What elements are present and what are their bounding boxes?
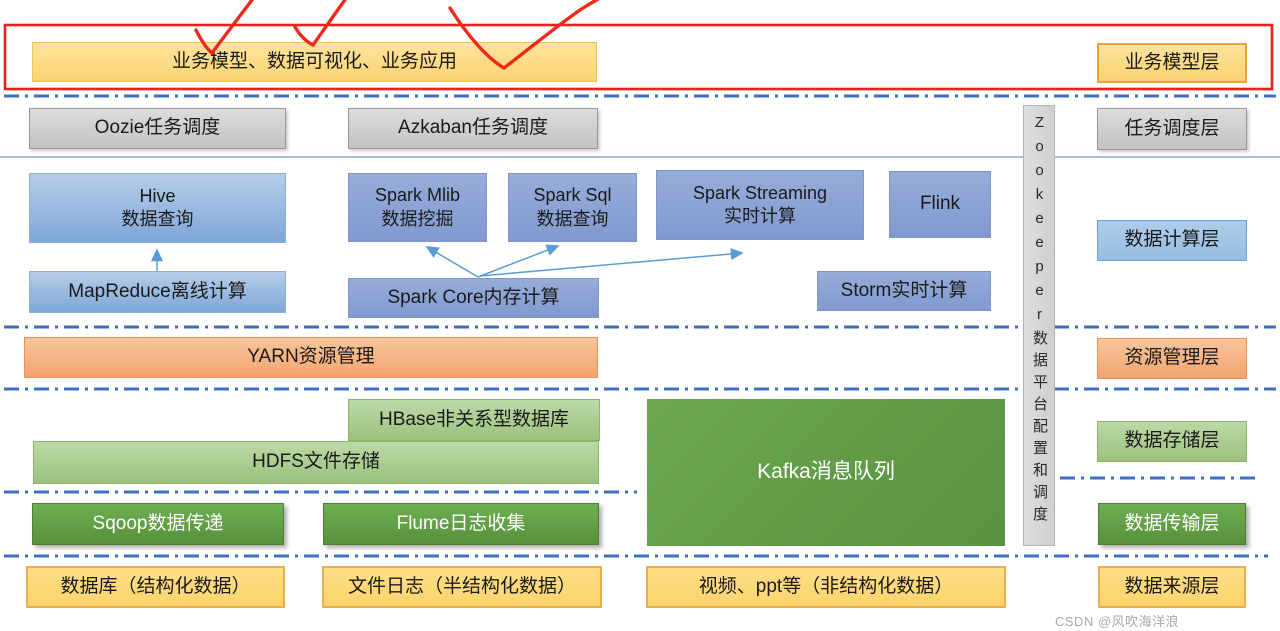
- layer-label-business: 业务模型层: [1097, 43, 1247, 83]
- spark-streaming-box: Spark Streaming 实时计算: [656, 170, 864, 240]
- storm-box: Storm实时计算: [817, 271, 991, 311]
- flume-box: Flume日志收集: [323, 503, 599, 545]
- layer-label-source: 数据来源层: [1098, 566, 1246, 608]
- spark-mlib-line1: Spark Mlib: [374, 185, 461, 206]
- watermark: CSDN @风吹海洋浪: [1055, 614, 1180, 629]
- hive-line2: 数据查询: [121, 209, 194, 229]
- zookeeper-strip: Zookeeper数据平台配置和调度: [1023, 105, 1055, 546]
- spark-mlib-line2: 数据挖掘: [381, 208, 454, 229]
- mapreduce-box: MapReduce离线计算: [29, 271, 286, 313]
- spark-streaming-line2: 实时计算: [724, 206, 796, 226]
- yarn-box: YARN资源管理: [24, 337, 598, 378]
- spark-mlib-box: Spark Mlib 数据挖掘: [348, 173, 487, 242]
- flink-box: Flink: [889, 171, 991, 238]
- oozie-box: Oozie任务调度: [29, 108, 286, 149]
- spark-sql-line1: Spark Sql: [533, 185, 612, 206]
- hdfs-box: HDFS文件存储: [33, 441, 599, 484]
- kafka-box: Kafka消息队列: [647, 399, 1005, 546]
- azkaban-box: Azkaban任务调度: [348, 108, 598, 149]
- layer-label-resource: 资源管理层: [1097, 338, 1247, 379]
- source-db-box: 数据库（结构化数据）: [26, 566, 285, 608]
- layer-label-transport: 数据传输层: [1098, 503, 1246, 545]
- sqoop-box: Sqoop数据传递: [32, 503, 284, 545]
- hive-box: Hive 数据查询: [29, 173, 286, 243]
- spark-sql-line2: 数据查询: [536, 208, 609, 229]
- source-video-box: 视频、ppt等（非结构化数据）: [646, 566, 1006, 608]
- spark-sql-box: Spark Sql 数据查询: [508, 173, 637, 242]
- source-filelog-box: 文件日志（半结构化数据）: [322, 566, 602, 608]
- layer-label-computing: 数据计算层: [1097, 220, 1247, 261]
- spark-core-box: Spark Core内存计算: [348, 278, 599, 318]
- business-apps-box: 业务模型、数据可视化、业务应用: [32, 42, 597, 82]
- dashed-separator-lines: [4, 94, 1276, 558]
- layer-label-scheduling: 任务调度层: [1097, 108, 1247, 150]
- hive-line1: Hive: [139, 185, 176, 206]
- hbase-box: HBase非关系型数据库: [348, 399, 600, 441]
- spark-streaming-line1: Spark Streaming: [692, 182, 828, 203]
- layer-label-storage: 数据存储层: [1097, 421, 1247, 462]
